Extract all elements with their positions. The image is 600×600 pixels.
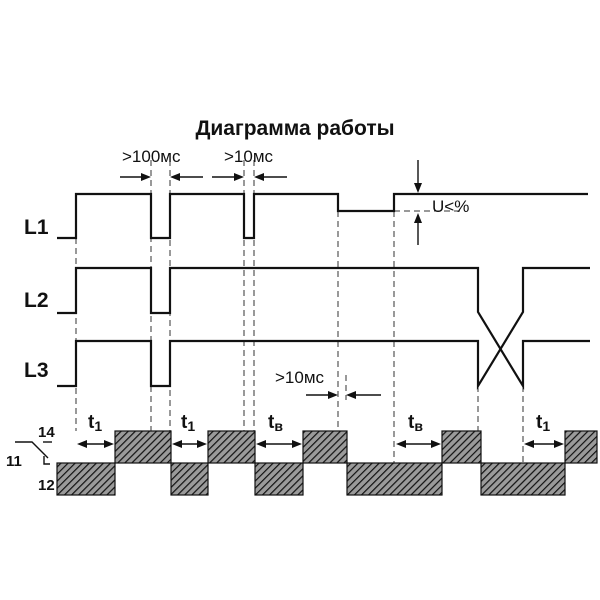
- gap-100ms-arrows: [120, 173, 203, 181]
- waveform-l2: [57, 266, 590, 390]
- svg-text:t1: t1: [536, 412, 550, 434]
- contact-label-14: 14: [38, 424, 55, 441]
- gap-10ms-arrows-top: [212, 173, 287, 181]
- signal-label-l3: L3: [24, 359, 49, 382]
- svg-text:t1: t1: [181, 412, 195, 434]
- svg-text:tв: tв: [408, 412, 423, 434]
- contact-label-11: 11: [6, 453, 22, 470]
- voltage-drop-label: U<%: [432, 197, 469, 216]
- contact-label-12: 12: [38, 477, 55, 494]
- diagram-title: Диаграмма работы: [195, 117, 394, 140]
- signal-label-l1: L1: [24, 216, 49, 239]
- svg-text:t1: t1: [88, 412, 102, 434]
- contact-12-states: [56, 462, 566, 496]
- waveform-l1: [57, 192, 588, 240]
- timer-t1-second: t1: [172, 412, 207, 448]
- gap-10ms-label-top: >10мс: [224, 147, 274, 166]
- waveform-l3: [57, 266, 590, 390]
- timer-tv-second: tв: [396, 412, 441, 448]
- timer-t1-first: t1: [77, 412, 114, 448]
- signal-label-l2: L2: [24, 289, 49, 312]
- svg-text:tв: tв: [268, 412, 283, 434]
- gap-10ms-label-bottom: >10мс: [275, 368, 325, 387]
- relay-contact-symbol: [15, 441, 52, 465]
- contact-14-states: [114, 430, 598, 464]
- gap-100ms-label: >100мс: [122, 147, 181, 166]
- gap-10ms-arrows-bottom: [306, 391, 381, 399]
- voltage-drop-arrows: [414, 160, 422, 245]
- timer-t1-third: t1: [524, 412, 564, 448]
- timer-tv-first: tв: [256, 412, 302, 448]
